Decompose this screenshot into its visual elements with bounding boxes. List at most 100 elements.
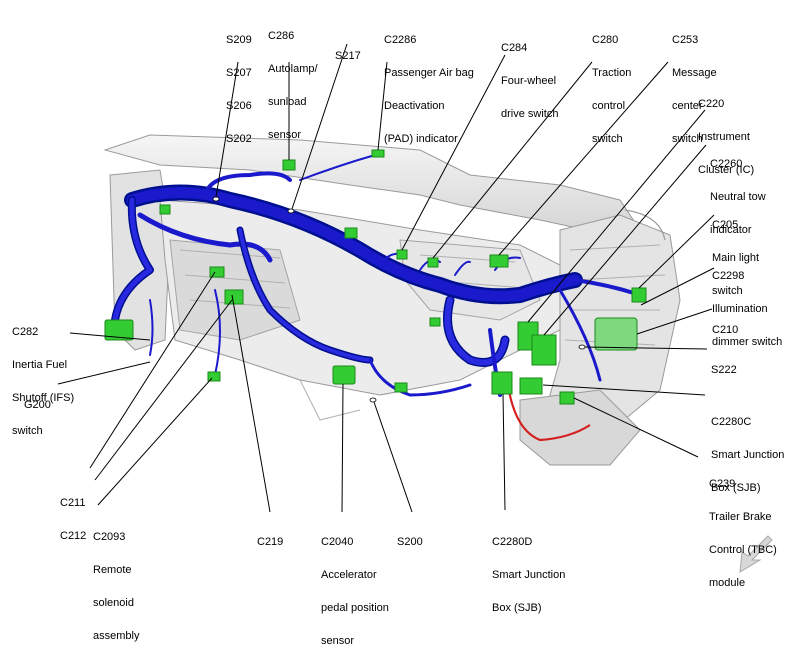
panel-right-lower <box>519 389 641 466</box>
label-line: Autolamp/ <box>268 63 318 75</box>
leader-c2280c <box>542 384 706 396</box>
leader-s209 <box>215 61 239 198</box>
leader-c210 <box>636 308 713 335</box>
label-line: solenoid <box>93 597 134 609</box>
label-c2260: C2260 Neutral tow indicator <box>710 137 766 247</box>
label-line: Deactivation <box>384 100 445 112</box>
label-line: Accelerator <box>321 569 377 581</box>
leader-c282 <box>69 332 151 341</box>
connector-c2280c <box>519 377 543 395</box>
label-c2280d: C2280D Smart Junction Box (SJB) <box>492 515 565 625</box>
connector-c212 <box>224 289 244 305</box>
wire-harness <box>111 154 642 397</box>
label-line: C2280C <box>711 416 752 428</box>
label-line: Trailer Brake <box>709 511 772 523</box>
connector-c2260 <box>531 334 557 366</box>
label-c2280c: C2280C Smart Junction Box (SJB) <box>711 395 784 505</box>
connector-c2280d <box>491 371 513 395</box>
leader-c220 <box>527 109 706 323</box>
panel-right-arc <box>624 209 666 241</box>
leader-c205 <box>638 214 715 289</box>
label-line: C212 <box>60 530 87 542</box>
connector-c211 <box>209 266 225 278</box>
down-left-arrow-icon[interactable] <box>739 535 773 573</box>
label-line: Inertia Fuel <box>12 359 68 371</box>
label-line: sensor <box>268 129 302 141</box>
connector-c2093 <box>207 371 221 382</box>
label-c2298: C2298 Illumination dimmer switch <box>712 249 782 359</box>
label-line: C220 <box>698 98 725 110</box>
label-line: switch <box>672 133 703 145</box>
leader-c2040 <box>341 383 344 513</box>
leader-s217 <box>291 43 348 210</box>
label-line: Instrument <box>698 131 750 143</box>
label-line: Cluster (IC) <box>698 164 755 176</box>
label-s217: S217 <box>335 29 361 73</box>
label-c211-c212: C211 C212 <box>60 476 86 553</box>
leader-g200 <box>57 361 151 385</box>
label-line: Neutral tow <box>710 191 766 203</box>
connector-c239 <box>559 391 575 405</box>
label-line: Illumination <box>712 303 768 315</box>
leader-c239 <box>573 397 699 458</box>
label-line: S206 <box>226 100 252 112</box>
connector-misc4 <box>429 317 441 327</box>
label-line: switch <box>12 425 43 437</box>
label-c253: C253 Message center switch <box>672 13 717 156</box>
leader-lines <box>57 43 715 513</box>
label-line: drive switch <box>501 108 559 120</box>
label-line: control <box>592 100 626 112</box>
label-c280: C280 Traction control switch <box>592 13 631 156</box>
label-line: Traction <box>592 67 632 79</box>
label-c2093: C2093 Remote solenoid assembly <box>93 510 139 653</box>
label-c2286: C2286 Passenger Air bag Deactivation (PA… <box>384 13 474 156</box>
label-line: C282 <box>12 326 39 338</box>
label-line: C284 <box>501 42 528 54</box>
label-s200: S200 <box>397 515 423 559</box>
label-line: (PAD) indicator <box>384 133 458 145</box>
label-line: Four-wheel <box>501 75 557 87</box>
label-line: S200 <box>397 536 423 548</box>
label-line: Passenger Air bag <box>384 67 474 79</box>
label-c219: C219 <box>257 515 283 559</box>
label-line: Message <box>672 67 717 79</box>
label-c210: C210 <box>712 303 738 347</box>
splice-s222 <box>578 344 586 350</box>
label-c205: C205 Main light switch <box>712 198 759 308</box>
label-line: switch <box>592 133 623 145</box>
label-g200: G200 <box>24 378 51 422</box>
label-line: C205 <box>712 219 739 231</box>
label-line: Smart Junction <box>711 449 785 461</box>
connector-misc2 <box>344 227 358 239</box>
leader-c2093 <box>97 377 213 506</box>
label-line: Remote <box>93 564 132 576</box>
label-line: center <box>672 100 703 112</box>
instrument-panel-frame <box>103 134 681 466</box>
leader-c2280d <box>502 393 506 511</box>
label-c2040: C2040 Accelerator pedal position sensor <box>321 515 389 658</box>
label-line: C2280D <box>492 536 533 548</box>
label-line: C219 <box>257 536 284 548</box>
red-wire <box>506 384 591 442</box>
label-line: Box (SJB) <box>492 602 542 614</box>
label-s222: S222 <box>711 343 737 387</box>
label-line: C2260 <box>710 158 743 170</box>
leader-c2286 <box>377 61 388 151</box>
leader-c211 <box>89 271 216 469</box>
label-line: C2298 <box>712 270 745 282</box>
label-line: C280 <box>592 34 619 46</box>
label-line: C2286 <box>384 34 417 46</box>
connector-c253 <box>489 254 509 268</box>
leader-c253 <box>498 61 669 256</box>
connector-c2040 <box>332 365 356 385</box>
connector-c280 <box>427 257 439 268</box>
label-line: C239 <box>709 478 736 490</box>
connectors <box>104 149 647 405</box>
label-line: S217 <box>335 50 361 62</box>
label-line: Box (SJB) <box>711 482 761 494</box>
leader-s200 <box>373 401 413 513</box>
label-line: Smart Junction <box>492 569 566 581</box>
label-c286: C286 Autolamp/ sunload sensor <box>268 9 318 152</box>
splice-s200 <box>369 397 377 403</box>
leader-c280 <box>432 61 593 259</box>
